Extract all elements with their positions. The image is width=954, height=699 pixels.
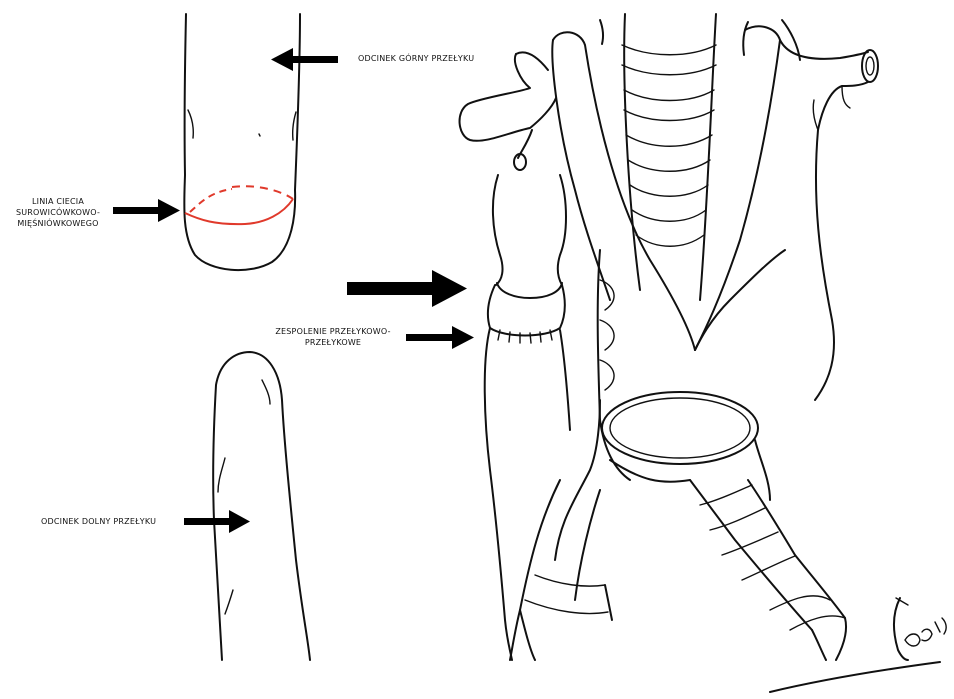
heart-and-lungs (555, 250, 770, 560)
arrow-anastomosis (406, 326, 474, 349)
arrow-cut-line (113, 199, 180, 222)
label-lower-segment: ODCINEK DOLNY PRZEŁYKU (41, 517, 156, 527)
label-cut-line-line1: LINIA CIECIA (6, 197, 110, 207)
arrow-upper-segment (271, 48, 338, 71)
upper-esophagus-segment (184, 14, 300, 270)
arrow-to-anastomosis-big (347, 270, 467, 307)
trachea (622, 14, 716, 300)
esophagus-right-column (485, 175, 570, 660)
bronchi (510, 480, 846, 660)
label-cut-line-line3: MIĘŚNIÓWKOWEGO (6, 219, 110, 229)
label-upper-segment: ODCINEK GÓRNY PRZEŁYKU (358, 54, 474, 64)
arrow-lower-segment (184, 510, 250, 533)
lower-esophagus-segment (213, 352, 310, 660)
label-anastomosis-line1: ZESPOLENIE PRZEŁYKOWO- (262, 327, 404, 337)
label-anastomosis-line2: PRZEŁYKOWE (262, 338, 404, 348)
cut-line (185, 186, 293, 224)
aortic-arch-and-vessels (552, 20, 878, 400)
label-cut-line-line2: SUROWICÓWKOWO- (6, 208, 110, 218)
left-vessel-branches (460, 20, 604, 170)
